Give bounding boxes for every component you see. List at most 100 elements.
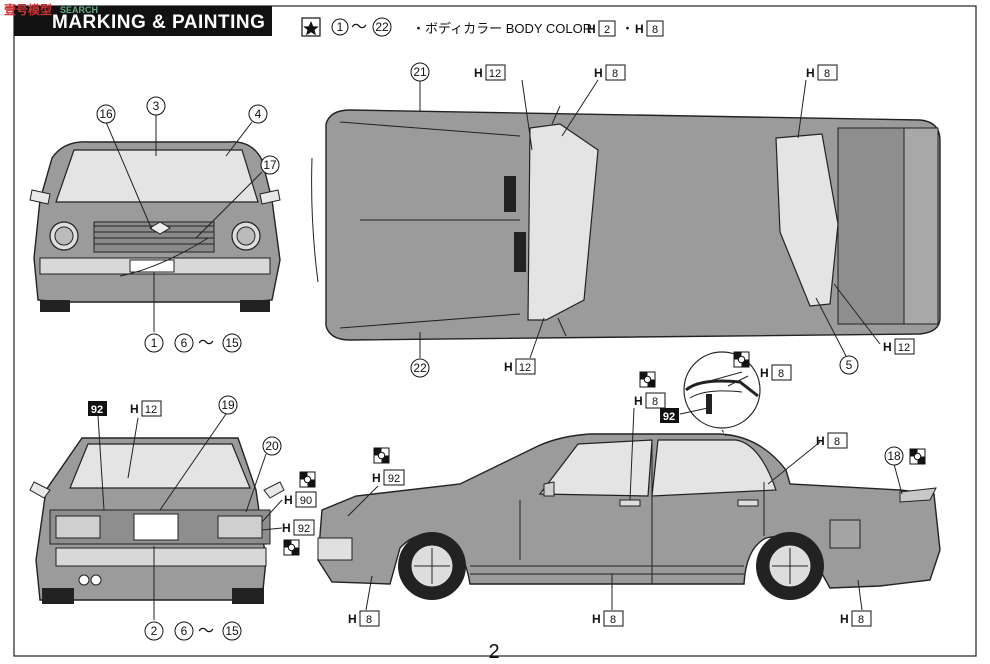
top-front-bumper <box>311 157 319 283</box>
front-callouts: 16 3 4 17 1 6 ～ 15 <box>96 96 280 353</box>
side-door-handle-rear <box>737 499 759 507</box>
rear-callout-6: 6 <box>181 624 188 638</box>
checker-icon <box>733 351 750 368</box>
paint-h: H <box>594 66 603 80</box>
paint-h: H <box>284 493 293 507</box>
paint-h: H <box>348 612 357 626</box>
front-windshield <box>55 149 259 203</box>
side-front-bumper <box>317 537 353 561</box>
paint-num: 12 <box>145 404 157 416</box>
top-view-car <box>311 105 941 341</box>
rear-exhaust-1 <box>78 574 90 586</box>
rear-view-car <box>29 437 285 604</box>
body-color-label: ・ボディカラー BODY COLOR: <box>412 21 596 36</box>
watermark-logo: 壹号模型 SEARCH <box>4 2 98 17</box>
rear-badge-92: 92 <box>91 404 103 416</box>
top-paint-h12-top: H 12 <box>474 64 533 151</box>
front-range-tilde: ～ <box>198 335 214 352</box>
header-banner: MARKING & PAINTING <box>14 6 272 36</box>
front-view-car <box>29 141 281 312</box>
body-color-2-num: 8 <box>652 24 658 36</box>
watermark-sub: SEARCH <box>60 5 98 15</box>
checker-icon <box>283 539 300 556</box>
front-mirror-left <box>29 189 51 205</box>
top-paint-h12-right: H 12 <box>833 283 915 355</box>
rear-callout-19: 19 <box>221 398 235 412</box>
body-color-1-num: 2 <box>604 24 610 36</box>
rear-callout-15: 15 <box>225 624 239 638</box>
front-callout-16: 16 <box>99 107 113 121</box>
checker-icon <box>299 471 316 488</box>
decal-end-num: 22 <box>375 20 389 34</box>
top-hood-vent-2 <box>514 232 526 272</box>
paint-h: H <box>760 366 769 380</box>
front-callout-17: 17 <box>263 158 277 172</box>
body-color-1-h: H <box>587 22 596 36</box>
rear-callouts: 92 H 12 19 20 H 90 H 92 2 6 ～ 15 <box>88 395 317 641</box>
paint-h: H <box>816 434 825 448</box>
paint-num: 12 <box>519 362 531 374</box>
top-spoiler <box>903 127 939 325</box>
side-badge-92: 92 <box>663 411 675 423</box>
paint-num: 12 <box>489 68 501 80</box>
top-callout-5: 5 <box>846 358 853 372</box>
paint-num: 8 <box>610 614 616 626</box>
side-callout-18: 18 <box>887 449 901 463</box>
side-mirror <box>543 481 555 497</box>
body-color-spec: ・ボディカラー BODY COLOR: H 2 ・ H 8 <box>412 20 664 37</box>
rear-exhaust-2 <box>90 574 102 586</box>
body-color-2-h: H <box>635 22 644 36</box>
paint-num: 8 <box>824 68 830 80</box>
paint-h: H <box>372 471 381 485</box>
front-mirror-right <box>259 189 281 205</box>
checker-icon <box>909 448 926 465</box>
paint-num: 92 <box>298 523 310 535</box>
top-paint-h12-bottom: H 12 <box>504 317 545 375</box>
rear-black-badge <box>88 401 107 416</box>
front-callout-15: 15 <box>225 336 239 350</box>
paint-num: 8 <box>366 614 372 626</box>
side-spoiler <box>899 487 937 503</box>
paint-num: 90 <box>300 495 312 507</box>
paint-h: H <box>592 612 601 626</box>
rear-callout-2: 2 <box>151 624 158 638</box>
top-callouts: 21 22 5 <box>410 62 859 378</box>
front-callout-3: 3 <box>153 99 160 113</box>
paint-h: H <box>806 66 815 80</box>
paint-h: H <box>634 394 643 408</box>
paint-h: H <box>282 521 291 535</box>
checker-icon <box>373 447 390 464</box>
header-decal-range: 1 ～ 22 <box>301 17 392 37</box>
paint-num: 8 <box>858 614 864 626</box>
top-hood-vent-1 <box>504 176 516 212</box>
top-callout-22: 22 <box>413 361 427 375</box>
page-number: 2 <box>488 641 499 663</box>
decal-range-tilde: ～ <box>351 19 367 36</box>
front-plate <box>129 259 175 273</box>
checker-icon <box>639 371 656 388</box>
rear-range-tilde: ～ <box>198 623 214 640</box>
rear-lamp-left <box>55 515 101 539</box>
decal-start-num: 1 <box>337 20 344 34</box>
top-rear-window <box>775 133 839 307</box>
side-callouts: H 8 H 8 92 H 92 H 8 18 H 8 H 8 H <box>347 351 926 627</box>
top-callout-21: 21 <box>413 65 427 79</box>
page-frame <box>13 5 977 657</box>
side-fuel-lid <box>829 519 861 549</box>
front-tire-left <box>40 300 70 312</box>
front-callout-6: 6 <box>181 336 188 350</box>
top-trunk <box>837 127 905 325</box>
paint-num: 8 <box>612 68 618 80</box>
front-emblem <box>149 221 171 235</box>
body-color-sep: ・ <box>621 21 634 36</box>
side-door-handle-front <box>619 499 641 507</box>
paint-num: 12 <box>898 342 910 354</box>
top-windshield <box>527 123 599 321</box>
paint-num: 8 <box>652 396 658 408</box>
side-view-car <box>317 433 941 600</box>
page-title: MARKING & PAINTING <box>52 12 265 33</box>
rear-tire-left <box>42 588 74 604</box>
side-black-badge <box>660 408 679 423</box>
rear-window <box>69 443 251 489</box>
